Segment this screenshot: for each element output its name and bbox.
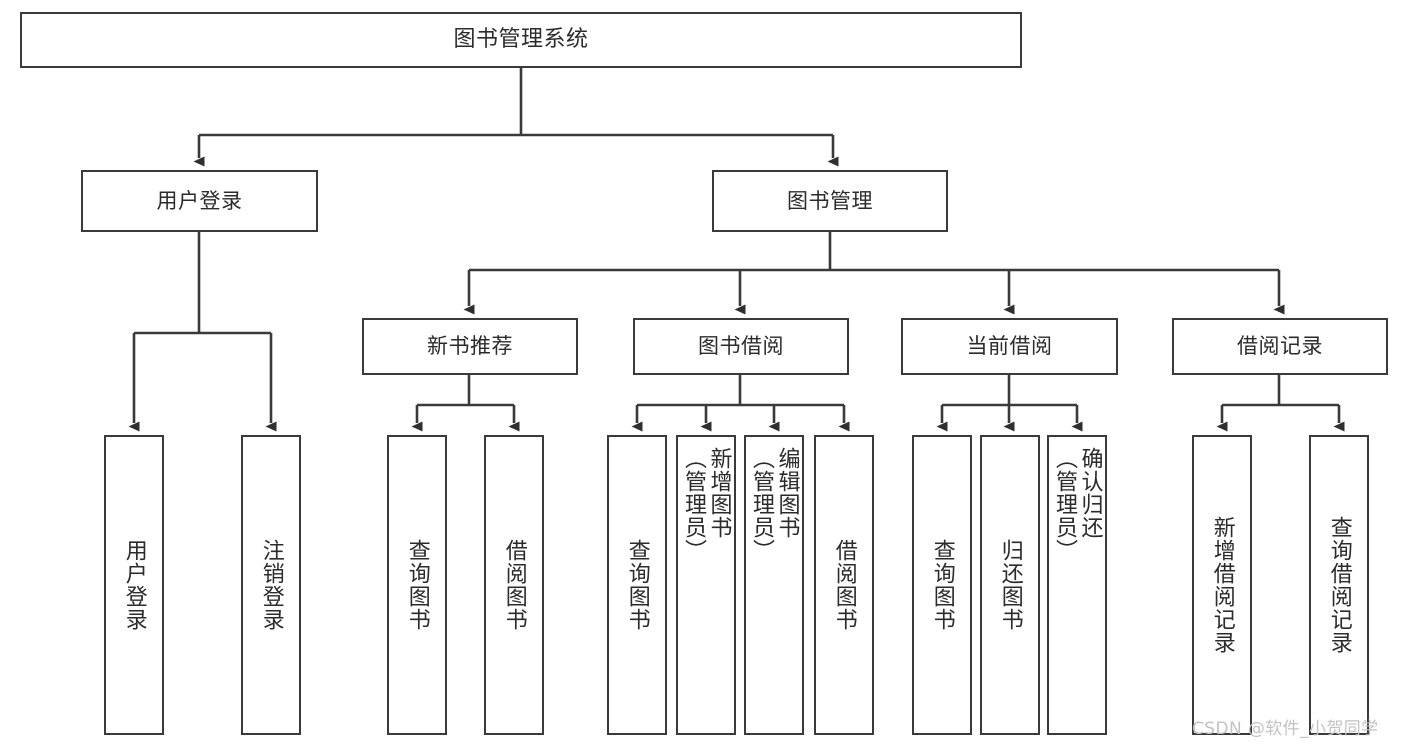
node-label: 新增图书 （管理员） <box>681 447 732 562</box>
node-user-login[interactable]: 用户登录 <box>81 170 318 232</box>
leaf-record-query-record[interactable]: 查询借阅记录 <box>1309 435 1369 735</box>
node-borrow-record[interactable]: 借阅记录 <box>1172 318 1388 375</box>
node-root-system[interactable]: 图书管理系统 <box>20 12 1022 68</box>
leaf-borrow-edit-book-admin[interactable]: 编辑图书 （管理员） <box>744 435 804 735</box>
node-label: 新增借阅记录 <box>1209 516 1235 654</box>
node-book-management[interactable]: 图书管理 <box>712 170 948 232</box>
leaf-current-confirm-return-admin[interactable]: 确认归还 （管理员） <box>1047 435 1107 735</box>
leaf-borrow-query-book[interactable]: 查询图书 <box>607 435 667 735</box>
leaf-user-login[interactable]: 用户登录 <box>104 435 164 735</box>
node-label: 查询图书 <box>929 539 955 631</box>
leaf-borrow-add-book-admin[interactable]: 新增图书 （管理员） <box>676 435 736 735</box>
node-label: 图书借阅 <box>698 334 784 359</box>
node-label: 借阅图书 <box>831 539 857 631</box>
leaf-record-add-record[interactable]: 新增借阅记录 <box>1192 435 1252 735</box>
node-label: 查询图书 <box>404 539 430 631</box>
node-label: 新书推荐 <box>427 334 513 359</box>
node-label: 用户登录 <box>156 188 243 213</box>
node-label: 当前借阅 <box>966 334 1053 359</box>
node-label: 编辑图书 （管理员） <box>749 447 800 562</box>
node-label: 确认归还 （管理员） <box>1052 447 1103 562</box>
node-label: 图书管理系统 <box>453 27 589 53</box>
node-label: 用户登录 <box>121 539 147 631</box>
node-new-book-recommend[interactable]: 新书推荐 <box>362 318 578 375</box>
node-label: 查询图书 <box>624 539 650 631</box>
leaf-current-query-book[interactable]: 查询图书 <box>912 435 972 735</box>
leaf-borrow-borrow-book[interactable]: 借阅图书 <box>814 435 874 735</box>
node-book-borrow[interactable]: 图书借阅 <box>633 318 849 375</box>
leaf-recommend-query-book[interactable]: 查询图书 <box>387 435 447 735</box>
node-current-borrow[interactable]: 当前借阅 <box>901 318 1118 375</box>
node-label: 归还图书 <box>997 539 1023 631</box>
node-label: 注销登录 <box>258 539 284 631</box>
leaf-user-logout[interactable]: 注销登录 <box>241 435 301 735</box>
node-label: 借阅图书 <box>501 539 527 631</box>
node-label: 图书管理 <box>787 188 873 213</box>
leaf-current-return-book[interactable]: 归还图书 <box>980 435 1040 735</box>
leaf-recommend-borrow-book[interactable]: 借阅图书 <box>484 435 544 735</box>
node-label: 查询借阅记录 <box>1326 516 1352 654</box>
node-label: 借阅记录 <box>1237 334 1323 359</box>
